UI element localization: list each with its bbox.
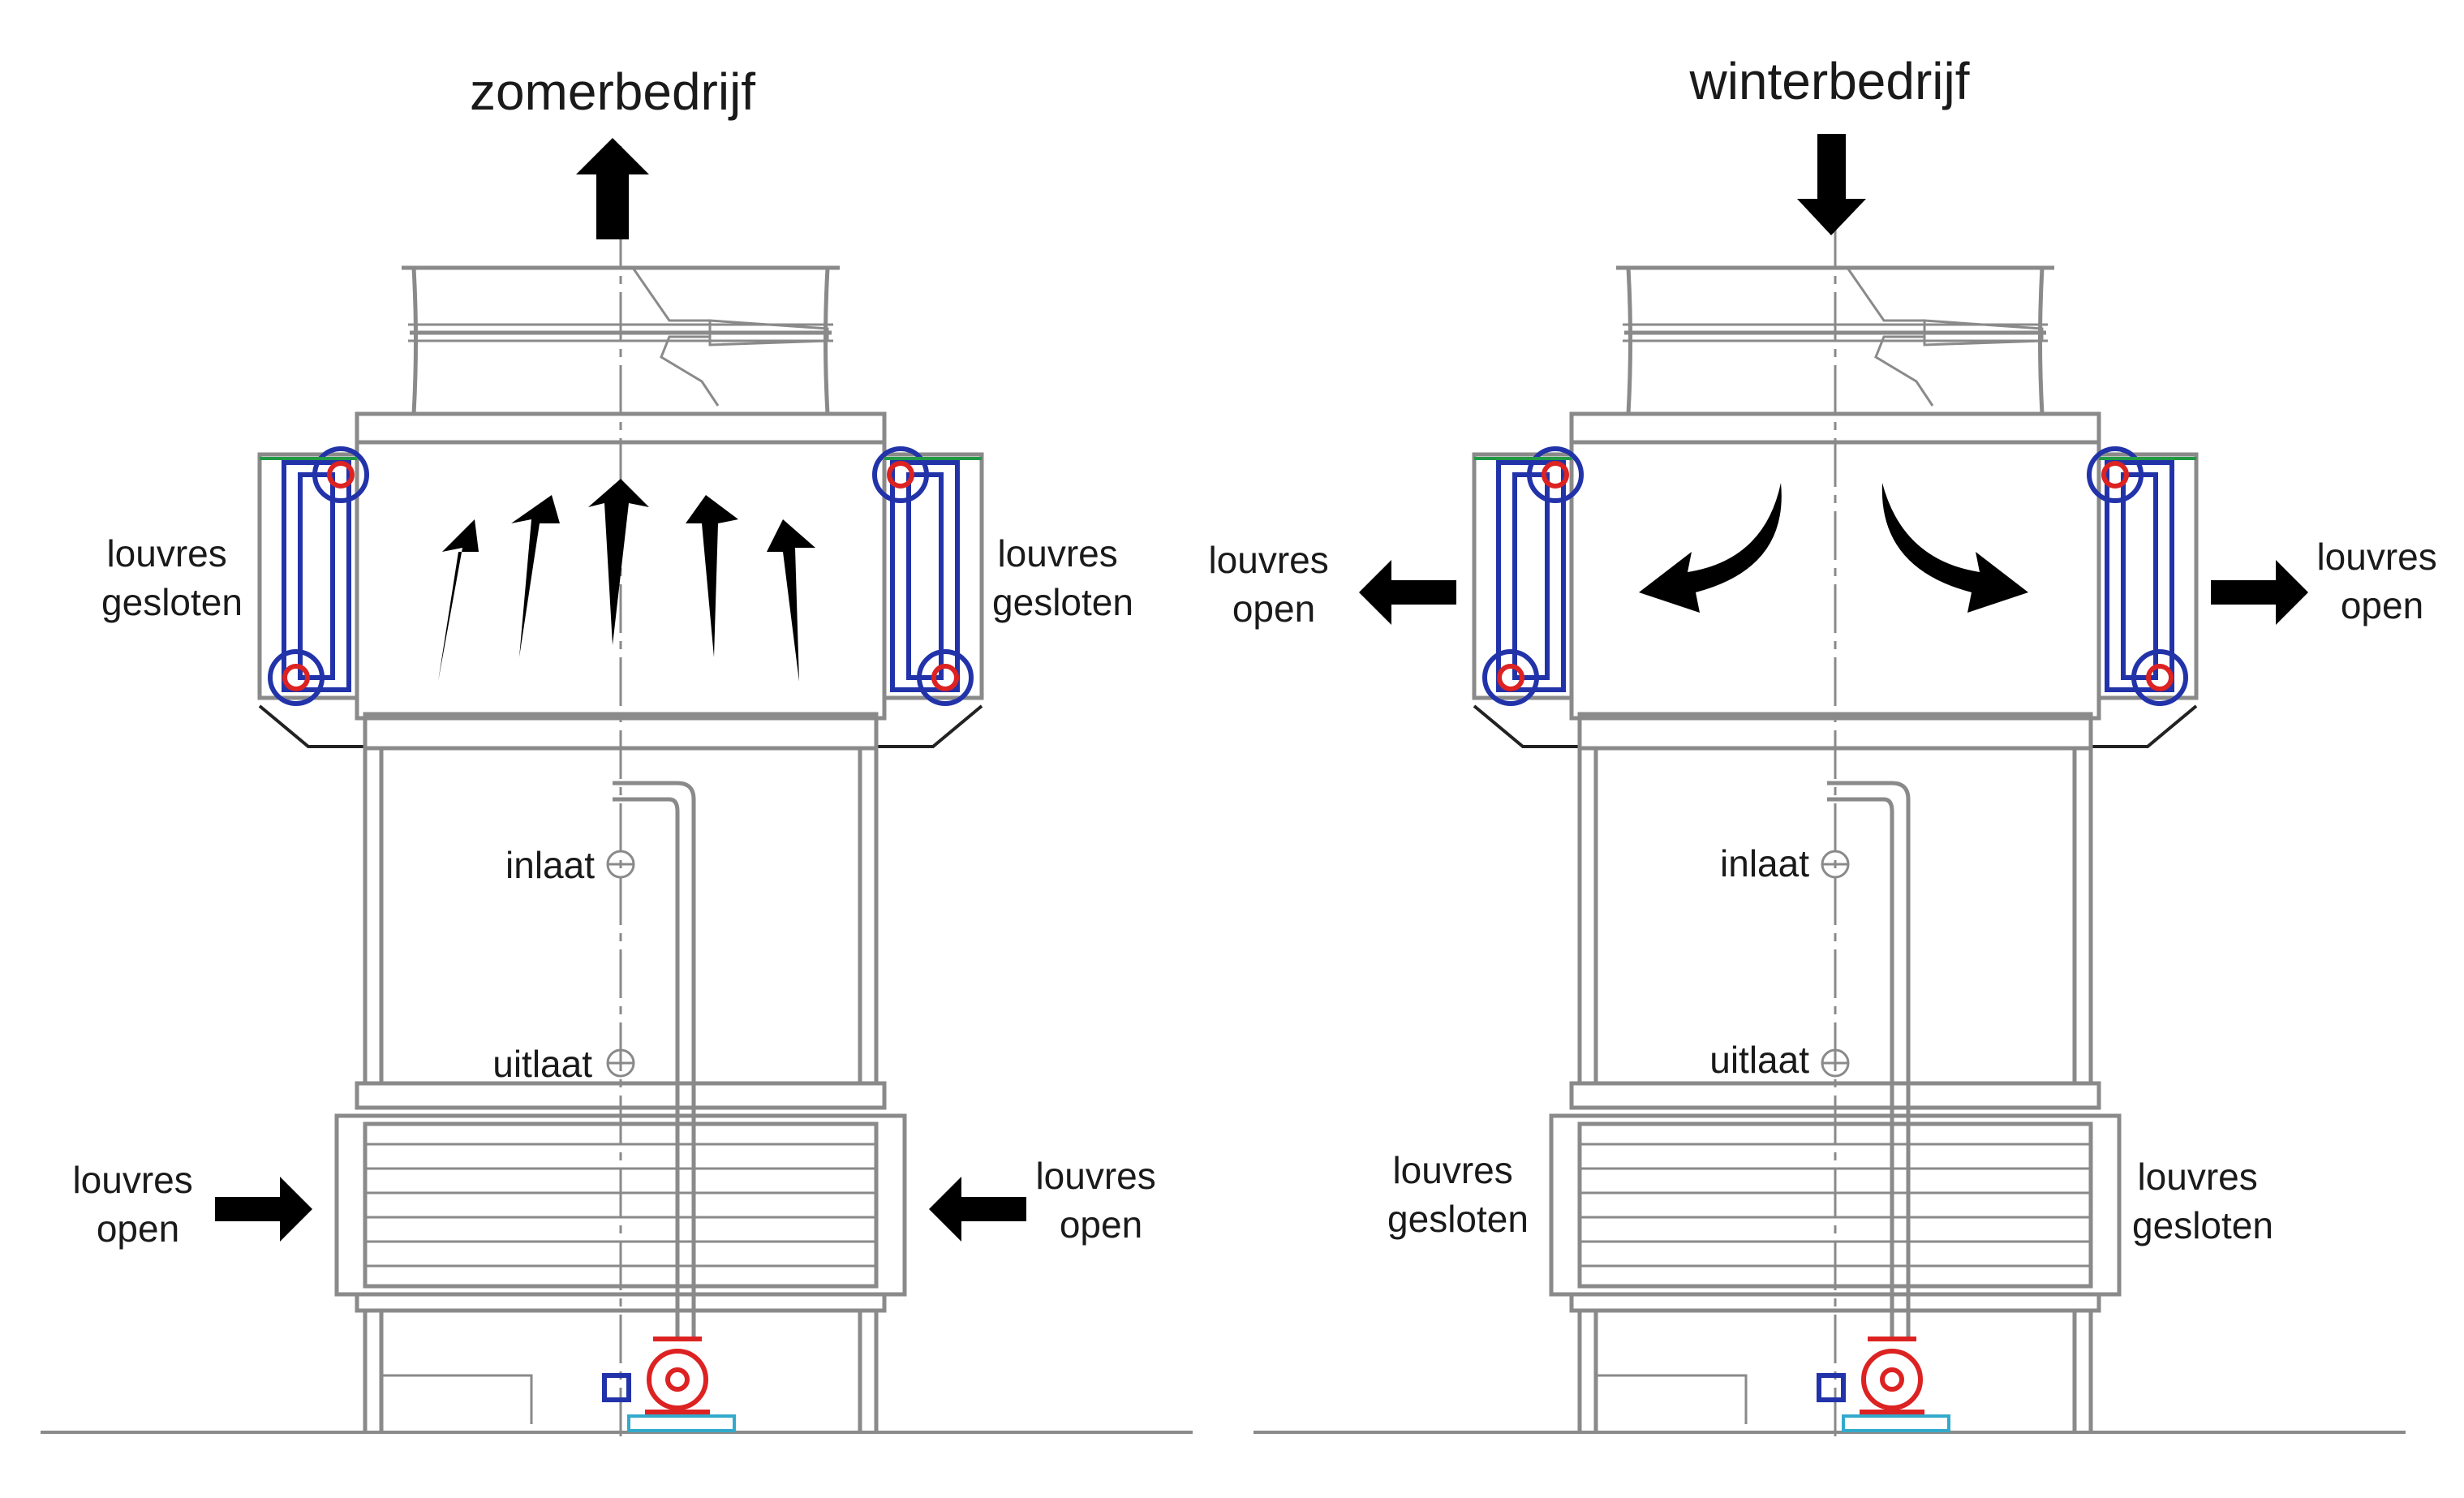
panel-title: zomerbedrijf	[470, 62, 755, 121]
arrow-left-icon	[929, 1177, 1026, 1242]
arrow-left-icon	[1359, 560, 1456, 625]
panel-summer: zomerbedrijf louvres gesloten louvres ge…	[72, 62, 1166, 1444]
upper-left-louvre-label: louvres gesloten	[101, 532, 243, 623]
lower-right-louvre-label: louvres open	[1035, 1155, 1166, 1246]
arrow-down-icon	[1797, 134, 1866, 235]
outlet-label: uitlaat	[1709, 1039, 1809, 1081]
lower-right-louvre-label: louvres gesloten	[2132, 1156, 2273, 1246]
inlet-label: inlaat	[1720, 842, 1809, 885]
airflow-arrow-icon	[767, 519, 815, 682]
panel-winter: winterbedrijf louvres open louvres open …	[1208, 52, 2447, 1444]
arrow-up-icon	[576, 138, 649, 239]
upper-right-louvre-label: louvres gesloten	[992, 532, 1133, 623]
cooling-tower-winter	[1474, 146, 2196, 1444]
airflow-arrow-icon	[438, 519, 479, 682]
arrow-right-icon	[2211, 560, 2308, 625]
arrow-right-icon	[215, 1177, 312, 1242]
cooling-tower-summer	[260, 146, 982, 1444]
airflow-arrow-icon	[588, 479, 649, 645]
upper-right-louvre-label: louvres open	[2316, 536, 2447, 626]
airflow-curve-arrow-icon	[1639, 483, 1782, 613]
airflow-arrow-icon	[511, 495, 560, 657]
lower-left-louvre-label: louvres open	[72, 1159, 203, 1250]
lower-left-louvre-label: louvres gesloten	[1387, 1149, 1529, 1240]
upper-left-louvre-label: louvres open	[1208, 539, 1339, 630]
outlet-label: uitlaat	[492, 1043, 592, 1085]
panel-title: winterbedrijf	[1688, 52, 1969, 110]
airflow-arrow-icon	[686, 495, 738, 657]
airflow-curve-arrow-icon	[1881, 483, 2028, 613]
inlet-label: inlaat	[505, 844, 595, 886]
